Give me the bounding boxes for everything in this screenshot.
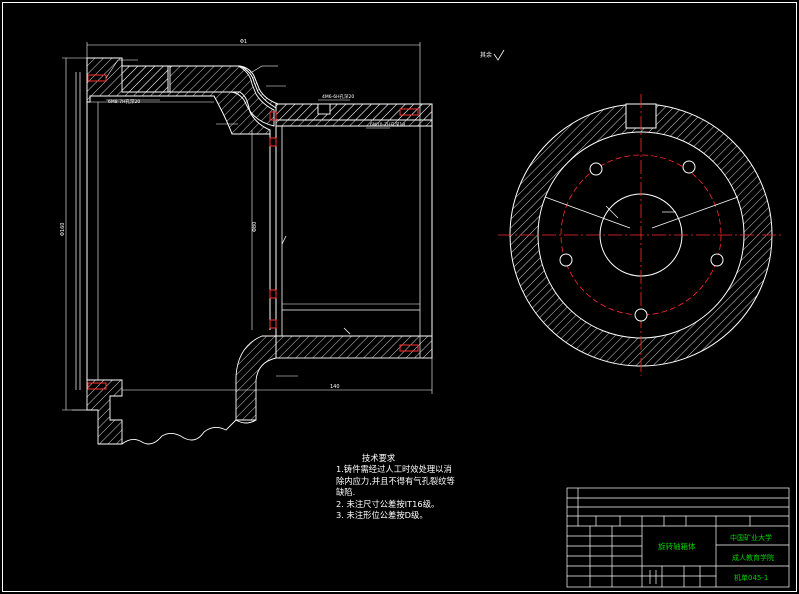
bolt-hole <box>589 162 603 176</box>
tech-line: 缺陷. <box>336 487 356 498</box>
hole-label-right: 6M10-7H孔深18 <box>370 121 405 128</box>
bolt-hole <box>559 253 573 267</box>
section-view: Φ1 Φ160 Φ80 140 6M8-7H孔深20 4M6-6H孔深20 6M… <box>60 39 433 445</box>
dim-bottom-text: 140 <box>330 384 340 390</box>
dim-right-text: Φ80 <box>252 222 258 232</box>
drawing-number: 机单045-1 <box>734 573 768 582</box>
hole-label-top: 6M8-7H孔深20 <box>108 98 140 105</box>
part-name: 旋转轴箱体 <box>658 541 696 551</box>
college-name: 成人教育学院 <box>732 553 774 562</box>
tech-line: 除内应力,并且不得有气孔裂纹等 <box>336 475 455 486</box>
tech-line: 1.铸件需经过人工时效处理以消 <box>336 464 452 475</box>
roughness-note: 其余 <box>480 49 505 61</box>
dim-top-text: Φ1 <box>240 39 247 45</box>
tech-requirements-title: 技术要求 <box>362 453 396 463</box>
school-name: 中国矿业大学 <box>730 533 772 542</box>
hole-label-mid: 4M6-6H孔深20 <box>322 93 354 100</box>
dim-phi-text: Φ160 <box>60 223 66 236</box>
end-view <box>498 94 784 376</box>
title-block <box>566 487 790 588</box>
tech-line: 3. 未注形位公差按D级。 <box>336 510 428 521</box>
tech-line: 2. 未注尺寸公差按IT16级。 <box>336 498 440 509</box>
bolt-hole <box>710 253 724 267</box>
bolt-hole <box>634 308 648 322</box>
roughness-text: 其余 <box>480 51 492 59</box>
roughness-icon <box>493 49 505 61</box>
tech-requirements: 技术要求 1.铸件需经过人工时效处理以消 除内应力,并且不得有气孔裂纹等 缺陷.… <box>336 453 486 521</box>
bolt-circle <box>560 154 722 316</box>
bolt-hole <box>682 160 696 174</box>
